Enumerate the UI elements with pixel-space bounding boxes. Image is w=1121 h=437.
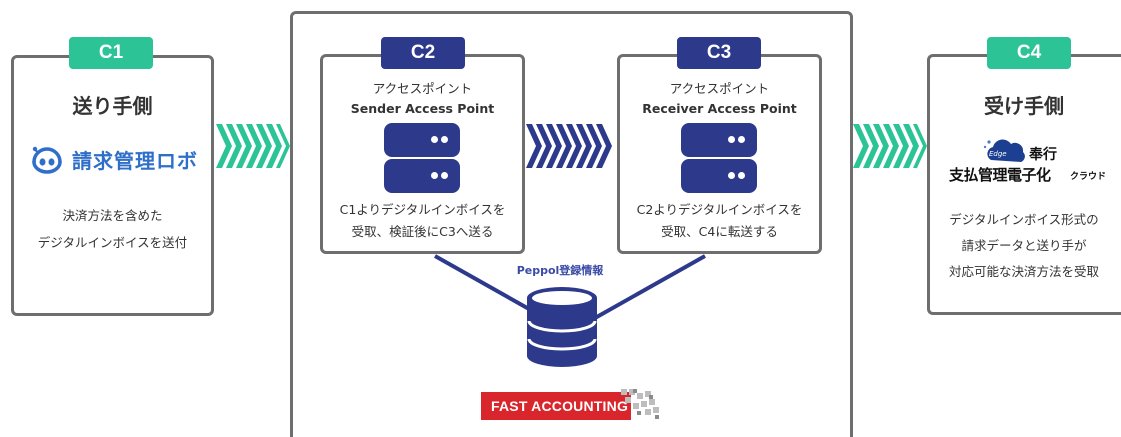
green-chevron-group-right — [853, 124, 927, 168]
flow-arrows-c2-c3 — [526, 124, 612, 168]
c3-tag: C3 — [677, 37, 761, 69]
c2-description: C1よりデジタルインボイスを 受取、検証後にC3へ送る — [320, 199, 525, 243]
green-chevron-group — [216, 124, 290, 168]
c1-description-line2: デジタルインボイスを送付 — [37, 235, 188, 250]
c2-server-icon-bottom — [384, 159, 460, 193]
peppol-registry-label: Peppol登録情報 — [516, 264, 604, 277]
fast-accounting-red-band — [481, 392, 631, 420]
c4-title: 受け手側 — [984, 94, 1064, 118]
navy-chevron-group — [526, 124, 612, 168]
flow-arrows-c3-c4 — [853, 124, 927, 168]
c3-description-line2: 受取、C4に転送する — [661, 224, 778, 239]
c1-sender-box — [11, 55, 214, 316]
c1-description-line1: 決済方法を含めた — [62, 208, 163, 223]
c2-label: アクセスポイント Sender Access Point — [320, 79, 525, 119]
database-icon — [527, 287, 597, 367]
c3-server-icon-bottom — [681, 159, 757, 193]
c2-server-icon-top — [384, 123, 460, 157]
shiharai-kanri-text: 支払管理電子化 — [949, 166, 1051, 184]
fast-accounting-logo: FAST ACCOUNTING — [481, 387, 661, 421]
bugyo-text: 奉行 — [1029, 147, 1057, 163]
c1-title: 送り手側 — [72, 94, 153, 118]
c3-description-line1: C2よりデジタルインボイスを — [636, 202, 803, 217]
pixel-pattern-icon — [621, 389, 659, 419]
c1-description: 決済方法を含めた デジタルインボイスを送付 — [11, 202, 214, 256]
c3-label: アクセスポイント Receiver Access Point — [617, 79, 822, 119]
seikyu-kanri-robo-text: 請求管理ロボ — [72, 149, 198, 173]
peppol-connection-lines — [434, 254, 706, 320]
c2-label-en: Sender Access Point — [350, 101, 495, 116]
c2-description-line2: 受取、検証後にC3へ送る — [351, 224, 494, 239]
c2-label-jp: アクセスポイント — [372, 81, 473, 96]
cloud-icon — [983, 139, 1025, 162]
c2-tag: C2 — [381, 37, 465, 69]
c4-description-line2: 請求データと送り手が — [961, 238, 1087, 253]
c4-description-line3: 対応可能な決済方法を受取 — [948, 264, 1099, 279]
c3-description: C2よりデジタルインボイスを 受取、C4に転送する — [617, 199, 822, 243]
bugyo-cloud-logo: Edge 奉行 支払管理電子化 クラウド — [945, 138, 1115, 188]
flow-arrows-c1-c2 — [216, 124, 290, 168]
c3-label-en: Receiver Access Point — [642, 101, 797, 116]
c2-description-line1: C1よりデジタルインボイスを — [339, 202, 506, 217]
c4-description: デジタルインボイス形式の 請求データと送り手が 対応可能な決済方法を受取 — [927, 207, 1121, 285]
fast-accounting-text: FAST ACCOUNTING — [491, 398, 629, 414]
edge-badge: Edge — [989, 150, 1007, 158]
c3-server-icon-top — [681, 123, 757, 157]
c4-description-line1: デジタルインボイス形式の — [949, 212, 1099, 227]
robo-face-icon — [32, 146, 62, 174]
c4-tag: C4 — [987, 37, 1071, 69]
c1-tag: C1 — [69, 37, 153, 69]
c3-label-jp: アクセスポイント — [669, 81, 770, 96]
seikyu-kanri-robo-logo: 請求管理ロボ — [30, 142, 200, 176]
cloud-suffix-text: クラウド — [1070, 172, 1107, 182]
